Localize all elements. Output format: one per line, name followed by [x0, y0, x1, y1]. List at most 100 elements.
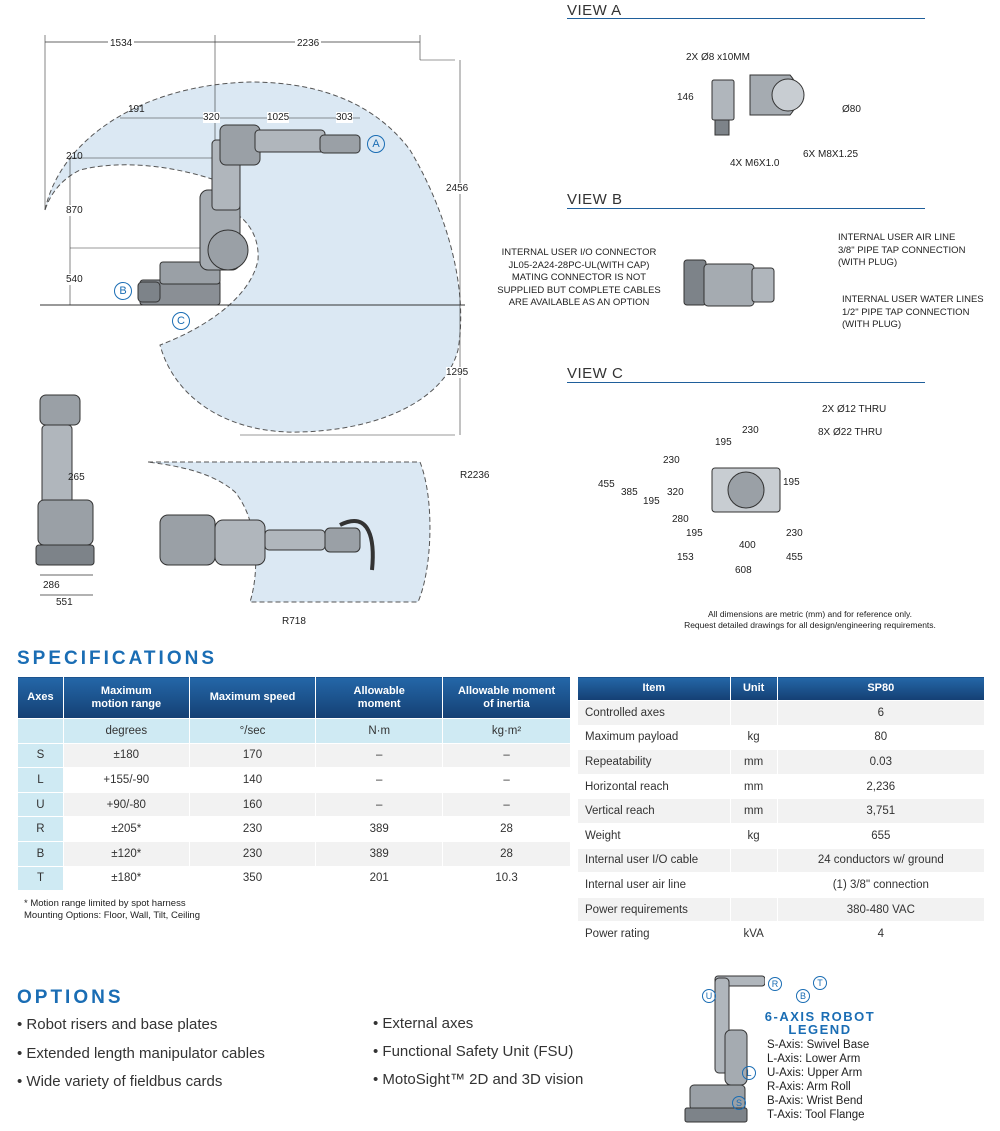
robot-front-view-drawing	[35, 394, 95, 596]
view-c-label-455-left: 455	[598, 479, 615, 490]
legend-item: L-Axis: Lower Arm	[767, 1053, 861, 1065]
table-row: B ±120* 230 389 28	[17, 840, 571, 867]
axes-footnotes: * Motion range limited by spot harness M…	[24, 898, 200, 921]
view-c-label-230-right: 230	[786, 528, 803, 539]
table-row: T ±180* 350 201 10.3	[17, 865, 571, 892]
marker-b: B	[114, 282, 132, 300]
view-a-label-phi80: Ø80	[842, 104, 861, 115]
view-c-label-195-mid: 195	[643, 496, 660, 507]
dim-2236: 2236	[295, 38, 322, 49]
robot-top-view-drawing	[147, 461, 431, 603]
option-item: • Robot risers and base plates	[17, 1016, 218, 1033]
view-c-label-280: 280	[672, 514, 689, 525]
specifications-heading: SPECIFICATIONS	[17, 648, 217, 669]
view-c-label-385: 385	[621, 487, 638, 498]
legend-robot-drawing	[684, 975, 765, 1123]
marker-c: C	[172, 312, 190, 330]
dim-r718: R718	[282, 616, 306, 627]
view-c-label-phi22: 8X Ø22 THRU	[818, 427, 883, 438]
legend-item: R-Axis: Arm Roll	[767, 1081, 851, 1093]
dim-265: 265	[68, 472, 85, 483]
dim-191: 191	[128, 104, 145, 115]
dim-286: 286	[43, 580, 60, 591]
view-a-label-146: 146	[677, 92, 694, 103]
table-row: U +90/-80 160 – –	[17, 791, 571, 818]
work-envelope-drawing	[40, 35, 465, 436]
dim-870: 870	[66, 205, 83, 216]
view-c-label-195-top: 195	[715, 437, 732, 448]
axes-table-units-row: degrees °/sec N·m kg·m²	[17, 718, 571, 744]
dim-210: 210	[66, 151, 83, 162]
view-b-air-note: INTERNAL USER AIR LINE 3/8" PIPE TAP CON…	[838, 232, 966, 268]
axes-spec-table: Axes Maximum motion range Maximum speed …	[17, 676, 571, 892]
view-a-label-m6: 4X M6X1.0	[730, 158, 780, 169]
option-item: • Wide variety of fieldbus cards	[17, 1073, 223, 1090]
view-c-label-400: 400	[739, 540, 756, 551]
dim-1534: 1534	[108, 38, 135, 49]
option-item: • MotoSight™ 2D and 3D vision	[373, 1071, 584, 1088]
view-b-water-note: INTERNAL USER WATER LINES 1/2" PIPE TAP …	[842, 294, 984, 330]
col-motion-range: Maximum motion range	[62, 676, 190, 719]
view-c-label-195-low: 195	[686, 528, 703, 539]
dim-303: 303	[336, 112, 353, 123]
view-a-title: VIEW A	[567, 2, 622, 19]
col-axes: Axes	[17, 676, 64, 719]
view-c-label-230-left: 230	[663, 455, 680, 466]
option-item: • Functional Safety Unit (FSU)	[373, 1043, 574, 1060]
view-c-label-195-right: 195	[783, 477, 800, 488]
legend-title: 6-AXIS ROBOT LEGEND	[764, 1009, 876, 1037]
view-a-rule	[567, 18, 925, 19]
view-b-title: VIEW B	[567, 191, 623, 208]
table-row: L +155/-90 140 – –	[17, 767, 571, 793]
col-allowable-moment: Allowable moment	[315, 676, 444, 719]
legend-item: T-Axis: Tool Flange	[767, 1109, 865, 1121]
view-c-label-phi12: 2X Ø12 THRU	[822, 404, 887, 415]
option-item: • Extended length manipulator cables	[17, 1045, 265, 1062]
marker-a: A	[367, 135, 385, 153]
dim-2456: 2456	[446, 183, 469, 194]
options-heading: OPTIONS	[17, 987, 124, 1008]
view-c-rule	[567, 382, 925, 383]
col-unit: Unit	[729, 676, 778, 701]
view-c-label-153: 153	[677, 552, 694, 563]
col-item: Item	[577, 676, 731, 701]
view-b-io-note: INTERNAL USER I/O CONNECTOR JL05-2A24-28…	[497, 247, 661, 308]
option-item: • External axes	[373, 1015, 474, 1032]
view-c-label-455-bottom: 455	[786, 552, 803, 563]
col-max-speed: Maximum speed	[188, 676, 317, 719]
table-row: S ±180 170 – –	[17, 742, 571, 769]
table-row: Internal user air line(1) 3/8" connectio…	[577, 872, 986, 898]
legend-marker-b: B	[796, 989, 810, 1003]
item-table-header: Item Unit SP80	[577, 676, 986, 701]
view-b-drawing	[683, 259, 775, 307]
legend-marker-s: S	[732, 1096, 746, 1110]
legend-marker-t: T	[813, 976, 827, 990]
legend-item: B-Axis: Wrist Bend	[767, 1095, 863, 1107]
legend-item: U-Axis: Upper Arm	[767, 1067, 863, 1079]
disclaimer: All dimensions are metric (mm) and for r…	[684, 609, 936, 630]
table-row: R ±205* 230 389 28	[17, 816, 571, 842]
view-c-title: VIEW C	[567, 365, 624, 382]
col-sp80: SP80	[776, 676, 986, 701]
view-b-rule	[567, 208, 925, 209]
legend-marker-u: U	[702, 989, 716, 1003]
view-a-label-holes: 2X Ø8 x10MM	[686, 52, 750, 63]
legend-item: S-Axis: Swivel Base	[767, 1039, 870, 1051]
view-c-label-608: 608	[735, 565, 752, 576]
col-moment-inertia: Allowable moment of inertia	[442, 676, 571, 719]
dim-1295: 1295	[446, 367, 469, 378]
view-c-label-320: 320	[667, 487, 684, 498]
dim-551: 551	[56, 597, 73, 608]
dim-320: 320	[203, 112, 220, 123]
legend-marker-r: R	[768, 977, 782, 991]
dim-r2236: R2236	[460, 470, 490, 481]
